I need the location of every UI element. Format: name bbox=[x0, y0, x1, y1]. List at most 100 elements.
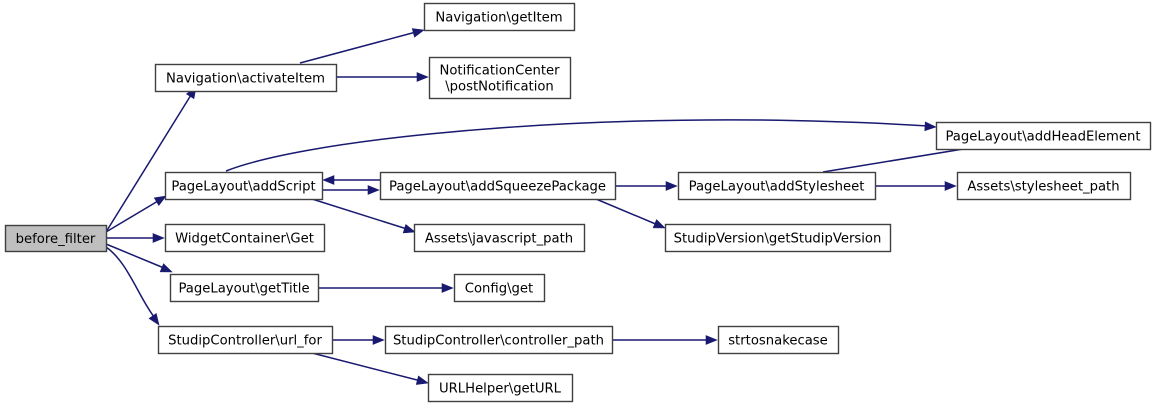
node-pl_addscript[interactable]: PageLayout\addScript bbox=[164, 171, 324, 201]
edge-pl_addscript-to-pl_addsqueeze bbox=[322, 185, 380, 195]
node-studipversion[interactable]: StudipVersion\getStudipVersion bbox=[664, 223, 892, 253]
node-box[interactable] bbox=[164, 223, 326, 253]
node-box[interactable] bbox=[428, 56, 572, 100]
node-label: PageLayout\addHeadElement bbox=[945, 130, 1140, 145]
arrow-head-icon bbox=[153, 195, 167, 206]
node-label: strtosnakecase bbox=[728, 334, 828, 349]
edge-pl_addscript-to-assets_js bbox=[311, 198, 416, 234]
arrow-head-icon bbox=[367, 185, 380, 195]
node-box[interactable] bbox=[677, 171, 877, 201]
node-notif_post[interactable]: NotificationCenter\postNotification bbox=[428, 56, 572, 100]
node-label: Assets\stylesheet_path bbox=[967, 180, 1119, 195]
arrow-head-icon bbox=[148, 312, 160, 326]
node-label: StudipController\url_for bbox=[168, 334, 322, 349]
edge-line bbox=[311, 352, 422, 382]
node-label: NotificationCenter bbox=[439, 64, 560, 79]
node-box[interactable] bbox=[379, 171, 617, 201]
arrow-head-icon bbox=[441, 283, 454, 293]
edge-pl_addsqueeze-to-studipversion bbox=[595, 198, 666, 229]
arrow-head-icon bbox=[944, 181, 957, 191]
edge-before_filter-to-nav_activate bbox=[105, 86, 197, 233]
node-strtosnakecase[interactable]: strtosnakecase bbox=[717, 325, 840, 355]
edge-pl_addscript-to-pl_addhead bbox=[225, 119, 937, 172]
node-box[interactable] bbox=[164, 171, 324, 201]
edge-line bbox=[105, 94, 192, 233]
edge-pl_addstylesheet-to-assets_stylesheet bbox=[875, 181, 957, 191]
edge-line bbox=[225, 119, 929, 172]
node-pl_addhead[interactable]: PageLayout\addHeadElement bbox=[935, 121, 1152, 151]
node-box[interactable] bbox=[169, 273, 320, 303]
node-assets_js[interactable]: Assets\javascript_path bbox=[413, 223, 586, 253]
node-widget_get[interactable]: WidgetContainer\Get bbox=[164, 223, 326, 253]
node-box[interactable] bbox=[717, 325, 840, 355]
node-pl_addstylesheet[interactable]: PageLayout\addStylesheet bbox=[677, 171, 877, 201]
arrow-head-icon bbox=[415, 375, 429, 385]
edge-line bbox=[105, 246, 156, 319]
edge-nav_activate-to-notif_post bbox=[336, 72, 429, 82]
node-box[interactable] bbox=[423, 2, 576, 32]
node-box[interactable] bbox=[384, 325, 614, 355]
node-label: before_filter bbox=[16, 232, 96, 247]
node-box[interactable] bbox=[427, 373, 574, 403]
node-label: PageLayout\addScript bbox=[171, 180, 315, 195]
node-nav_getitem[interactable]: Navigation\getItem bbox=[423, 2, 576, 32]
node-label: URLHelper\getURL bbox=[439, 382, 562, 397]
node-pl_gettitle[interactable]: PageLayout\getTitle bbox=[169, 273, 320, 303]
arrow-head-icon bbox=[665, 181, 678, 191]
arrow-head-icon bbox=[416, 72, 429, 82]
arrow-head-icon bbox=[705, 335, 718, 345]
node-sc_urlfor[interactable]: StudipController\url_for bbox=[157, 325, 334, 355]
edge-pl_gettitle-to-config_get bbox=[318, 283, 454, 293]
node-label: \postNotification bbox=[445, 80, 554, 95]
edge-line bbox=[299, 31, 417, 64]
node-label: PageLayout\addSqueezePackage bbox=[389, 180, 606, 195]
node-box[interactable] bbox=[157, 325, 334, 355]
edge-line bbox=[311, 198, 408, 230]
node-before_filter[interactable]: before_filter bbox=[4, 224, 108, 253]
node-label: PageLayout\getTitle bbox=[178, 282, 309, 297]
node-label: PageLayout\addStylesheet bbox=[689, 180, 865, 195]
node-assets_stylesheet[interactable]: Assets\stylesheet_path bbox=[956, 171, 1132, 201]
edge-before_filter-to-pl_addscript bbox=[105, 195, 167, 233]
edge-line bbox=[105, 243, 165, 269]
node-label: Assets\javascript_path bbox=[425, 232, 573, 247]
arrow-head-icon bbox=[924, 121, 937, 132]
arrow-head-icon bbox=[652, 219, 666, 229]
node-urlhelper[interactable]: URLHelper\getURL bbox=[427, 373, 574, 403]
node-box[interactable] bbox=[935, 121, 1152, 151]
arrow-head-icon bbox=[159, 263, 173, 273]
node-config_get[interactable]: Config\get bbox=[453, 273, 546, 303]
node-label: Config\get bbox=[465, 282, 533, 297]
node-box[interactable] bbox=[154, 63, 338, 93]
node-box[interactable] bbox=[453, 273, 546, 303]
node-label: StudipVersion\getStudipVersion bbox=[674, 232, 882, 247]
arrow-head-icon bbox=[411, 28, 425, 38]
arrow-head-icon bbox=[372, 335, 385, 345]
node-box[interactable] bbox=[664, 223, 892, 253]
edge-sc_urlfor-to-urlhelper bbox=[311, 352, 429, 385]
edge-pl_addsqueeze-to-pl_addstylesheet bbox=[615, 181, 678, 191]
node-nav_activate[interactable]: Navigation\activateItem bbox=[154, 63, 338, 93]
edge-before_filter-to-widget_get bbox=[106, 233, 165, 243]
edge-sc_urlfor-to-sc_ctrlpath bbox=[332, 335, 385, 345]
edge-before_filter-to-sc_urlfor bbox=[105, 246, 160, 326]
node-pl_addsqueeze[interactable]: PageLayout\addSqueezePackage bbox=[379, 171, 617, 201]
arrow-head-icon bbox=[322, 175, 335, 185]
node-label: Navigation\getItem bbox=[435, 11, 562, 26]
nodes-layer: before_filter Navigation\activateItem Navi… bbox=[4, 2, 1152, 403]
node-box[interactable] bbox=[4, 224, 108, 253]
edges-layer bbox=[105, 28, 1009, 385]
node-label: WidgetContainer\Get bbox=[175, 232, 314, 247]
arrow-head-icon bbox=[402, 223, 416, 234]
edge-nav_activate-to-nav_getitem bbox=[299, 28, 425, 64]
node-sc_ctrlpath[interactable]: StudipController\controller_path bbox=[384, 325, 614, 355]
edge-before_filter-to-pl_gettitle bbox=[105, 243, 173, 273]
edge-pl_addsqueeze-to-pl_addscript bbox=[322, 175, 380, 185]
node-label: Navigation\activateItem bbox=[166, 72, 325, 87]
node-box[interactable] bbox=[413, 223, 586, 253]
node-label: StudipController\controller_path bbox=[393, 334, 604, 349]
node-box[interactable] bbox=[956, 171, 1132, 201]
edge-line bbox=[595, 198, 659, 226]
arrow-head-icon bbox=[152, 233, 165, 243]
